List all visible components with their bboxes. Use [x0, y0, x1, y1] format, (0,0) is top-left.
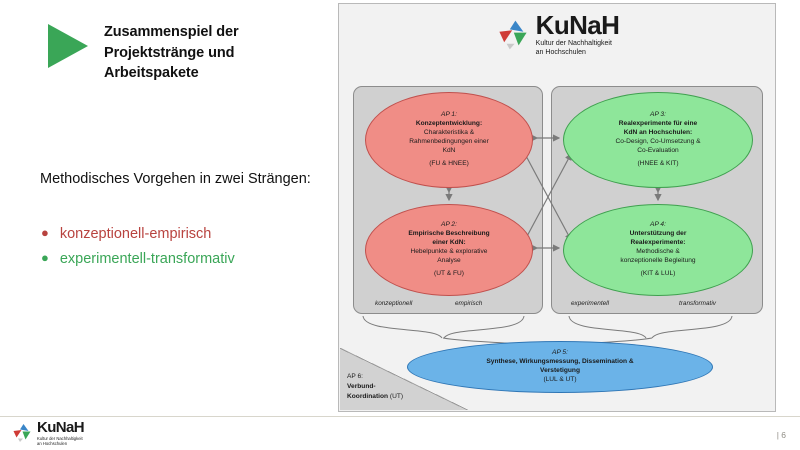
ap1-body-line2: Rahmenbedingungen einer: [409, 138, 489, 145]
ap4-body-line2: Methodische &: [636, 248, 680, 255]
node-ap6[interactable]: AP 6: Verbund- Koordination (UT): [347, 372, 457, 402]
ap3-body-line1: KdN an Hochschulen:: [623, 129, 693, 137]
footer-brand-logo: KuNaH Kultur der Nachhaltigkeit an Hochs…: [12, 419, 85, 447]
bullet-dot-icon: ●: [41, 249, 49, 265]
ap3-number: AP 3:: [650, 111, 666, 119]
ap5-institutions: (LUL & UT): [543, 375, 577, 383]
header-brand-text: KuNaH Kultur der Nachhaltigkeit an Hochs…: [536, 12, 620, 57]
page-number: | 6: [776, 430, 786, 440]
node-ap3[interactable]: AP 3: Realexperimente für eine KdN an Ho…: [563, 92, 753, 188]
brand-tagline-line2: an Hochschulen: [37, 441, 68, 447]
node-ap2[interactable]: AP 2: Empirische Beschreibung einer KdN:…: [365, 204, 533, 296]
ap4-number: AP 4:: [650, 221, 666, 229]
ap6-line1: Verbund-: [347, 383, 376, 391]
bullet-list: ● konzeptionell-empirisch ● experimentel…: [41, 222, 331, 272]
brand-tagline-line1: Kultur der Nachhaltigkeit: [535, 40, 612, 47]
bullet-dot-icon: ●: [41, 225, 49, 240]
kunah-logo-icon: [497, 19, 529, 51]
ap4-body-line1: Realexperimente:: [630, 239, 686, 247]
ap1-heading: Konzeptentwicklung:: [415, 120, 483, 128]
ap2-body-line1: einer KdN:: [432, 239, 466, 247]
ap2-body-line2: Hebelpunkte & explorative: [410, 248, 488, 255]
ap2-number: AP 2:: [441, 221, 457, 229]
ap1-institutions: (FU & HNEE): [429, 159, 469, 167]
ap4-heading: Unterstützung der: [629, 230, 687, 238]
diagram-panel: KuNaH Kultur der Nachhaltigkeit an Hochs…: [338, 3, 776, 412]
strand-label-experimentell: experimentell: [571, 300, 610, 307]
ap1-body-line3: KdN: [442, 146, 456, 154]
bullet-label-experimentell-transformativ: experimentell-transformativ: [59, 250, 235, 267]
ap2-body-line3: Analyse: [437, 256, 461, 264]
lead-paragraph: Methodisches Vorgehen in zwei Strängen:: [40, 171, 311, 187]
list-item: ● konzeptionell-empirisch: [41, 222, 331, 247]
footer-brand-text: KuNaH Kultur der Nachhaltigkeit an Hochs…: [37, 419, 85, 447]
ap5-body-line1: Verstetigung: [540, 367, 580, 374]
brand-name: KuNaH: [37, 419, 85, 436]
strand-label-konzeptionell: konzeptionell: [375, 300, 413, 307]
ap2-heading: Empirische Beschreibung: [408, 230, 490, 238]
ap1-number: AP 1:: [441, 111, 457, 119]
brand-tagline-line1: Kultur der Nachhaltigkeit: [37, 436, 83, 441]
page-title: Zusammenspiel der Projektstränge und Arb…: [104, 24, 239, 82]
ap1-body-line1: Charakteristika &: [423, 129, 475, 137]
ap5-number: AP 5:: [552, 349, 568, 357]
ap3-institutions: (HNEE & KIT): [637, 159, 679, 167]
ap6-number: AP 6:: [347, 373, 364, 381]
coordination-corner-shape: [340, 348, 468, 410]
ap5-heading: Synthese, Wirkungsmessung, Dissemination…: [486, 358, 634, 366]
ap3-heading: Realexperimente für eine: [618, 120, 698, 128]
brand-name: KuNaH: [535, 10, 620, 40]
strand-label-empirisch: empirisch: [455, 300, 483, 307]
ap6-line2: Koordination: [347, 393, 389, 401]
kunah-logo-icon: [12, 423, 32, 443]
brand-tagline-line2: an Hochschulen: [535, 48, 586, 56]
node-ap4[interactable]: AP 4: Unterstützung der Realexperimente:…: [563, 204, 753, 296]
triangle-bullet-icon: [48, 24, 88, 68]
node-ap1[interactable]: AP 1: Konzeptentwicklung: Charakteristik…: [365, 92, 533, 188]
ap4-institutions: (KIT & LUL): [640, 269, 676, 277]
strand-label-transformativ: transformativ: [679, 300, 716, 307]
footer-divider: [0, 416, 800, 417]
ap4-body-line3: konzeptionelle Begleitung: [620, 256, 696, 264]
list-item: ● experimentell-transformativ: [41, 247, 331, 272]
ap2-institutions: (UT & FU): [434, 269, 464, 277]
slide-title-block: Zusammenspiel der Projektstränge und Arb…: [48, 22, 318, 84]
ap3-body-line3: Co-Evaluation: [637, 146, 679, 154]
diagram-brand-header: KuNaH Kultur der Nachhaltigkeit an Hochs…: [339, 12, 777, 57]
ap6-institutions: (UT): [389, 393, 404, 401]
bullet-label-konzeptionell-empirisch: konzeptionell-empirisch: [59, 226, 212, 242]
ap3-body-line2: Co-Design, Co-Umsetzung &: [615, 138, 701, 145]
header-brand-logo: KuNaH Kultur der Nachhaltigkeit an Hochs…: [497, 12, 620, 57]
